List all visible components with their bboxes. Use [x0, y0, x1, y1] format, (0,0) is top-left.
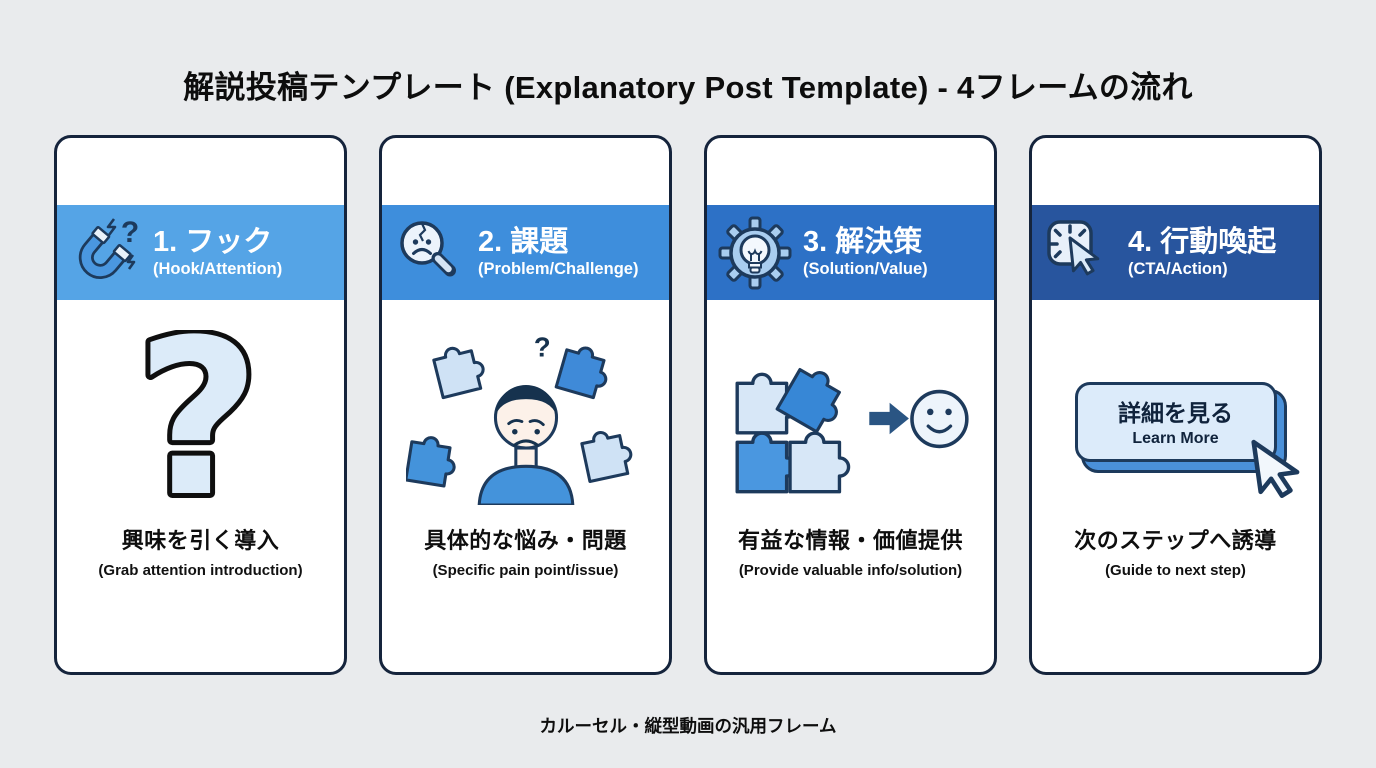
gear-lightbulb-icon — [717, 212, 793, 294]
smiley-face — [909, 389, 969, 448]
cursor-arrow — [1068, 236, 1100, 275]
caption-english: (Grab attention introduction) — [98, 562, 303, 579]
spark-icon — [106, 217, 117, 236]
magnifier-sad-face-icon — [392, 212, 468, 294]
crack-detail — [418, 222, 427, 241]
frame-subtitle: (Problem/Challenge) — [478, 260, 639, 279]
frame-card-hook: ? 1. フック (Hook/Attention) ? 興味を引く導入 (Gra… — [54, 135, 347, 675]
magnet-question-icon: ? — [67, 212, 143, 294]
svg-text:?: ? — [533, 331, 550, 362]
person-hair — [494, 384, 557, 416]
frame-header-solution: 3. 解決策 (Solution/Value) — [707, 205, 994, 300]
frame-card-solution: 3. 解決策 (Solution/Value) — [704, 135, 997, 675]
frame-body: 有益な情報・価値提供 (Provide valuable info/soluti… — [707, 300, 994, 672]
frame-body: 詳細を見る Learn More 次のステップへ誘導 (Guide to nex… — [1032, 300, 1319, 672]
frame-header-text: 2. 課題 (Problem/Challenge) — [478, 226, 638, 279]
frame-subtitle: (Hook/Attention) — [153, 260, 283, 279]
question-mark-illustration: ? — [57, 330, 344, 505]
frame-header-text: 1. フック (Hook/Attention) — [153, 226, 282, 279]
frame-card-cta: 4. 行動喚起 (CTA/Action) 詳細を見る Learn More — [1029, 135, 1322, 675]
frame-header-hook: ? 1. フック (Hook/Attention) — [57, 205, 344, 300]
cursor-arrow-icon — [1250, 439, 1299, 498]
frame-header-cta: 4. 行動喚起 (CTA/Action) — [1032, 205, 1319, 300]
spark-icon — [126, 253, 136, 270]
frame-card-problem: 2. 課題 (Problem/Challenge) ? — [379, 135, 672, 675]
card-top-space — [57, 138, 344, 205]
caption-english: (Specific pain point/issue) — [432, 562, 619, 579]
right-arrow-icon — [868, 402, 909, 434]
frame-subtitle: (Solution/Value) — [803, 260, 928, 279]
caption-japanese: 具体的な悩み・問題 — [424, 528, 627, 553]
learn-more-button: 詳細を見る Learn More — [1074, 381, 1277, 462]
click-cursor-icon — [1042, 212, 1118, 294]
caption-japanese: 次のステップへ誘導 — [1074, 528, 1277, 553]
caption-english: (Provide valuable info/solution) — [738, 562, 963, 579]
frame-subtitle: (CTA/Action) — [1128, 260, 1228, 279]
frame-title: 2. 課題 — [478, 225, 569, 258]
frame-caption: 興味を引く導入 (Grab attention introduction) — [98, 523, 302, 579]
caption-english: (Guide to next step) — [1105, 562, 1246, 579]
cta-label-japanese: 詳細を見る — [1118, 399, 1233, 426]
worried-person-puzzles-illustration: ? — [382, 330, 669, 505]
card-top-space — [382, 138, 669, 205]
frame-cards-row: ? 1. フック (Hook/Attention) ? 興味を引く導入 (Gra… — [54, 135, 1322, 675]
cta-button-wrap: 詳細を見る Learn More — [1074, 381, 1299, 498]
caption-japanese: 有益な情報・価値提供 — [737, 528, 963, 553]
frame-caption: 具体的な悩み・問題 (Specific pain point/issue) — [424, 523, 627, 579]
frame-body: ? 興味を引く導入 (Grab attention introduction) — [57, 300, 344, 672]
footer-note: カルーセル・縦型動画の汎用フレーム — [539, 716, 837, 736]
svg-text:?: ? — [121, 216, 139, 249]
frame-caption: 有益な情報・価値提供 (Provide valuable info/soluti… — [738, 523, 963, 579]
svg-text:?: ? — [136, 330, 260, 505]
frame-title: 1. フック — [153, 225, 273, 258]
frame-title: 4. 行動喚起 — [1128, 225, 1277, 258]
frame-body: ? — [382, 300, 669, 672]
card-top-space — [1032, 138, 1319, 205]
caption-japanese: 興味を引く導入 — [121, 528, 280, 553]
cta-label-english: Learn More — [1132, 429, 1219, 447]
bulb-base — [749, 266, 761, 273]
cta-button-illustration: 詳細を見る Learn More — [1032, 330, 1319, 505]
frame-header-text: 4. 行動喚起 (CTA/Action) — [1128, 226, 1276, 279]
person-shirt — [477, 464, 574, 505]
puzzle-assembly-smiley-illustration — [707, 330, 994, 505]
frame-title: 3. 解決策 — [803, 225, 923, 258]
card-top-space — [707, 138, 994, 205]
frame-header-text: 3. 解決策 (Solution/Value) — [803, 226, 928, 279]
page-title: 解説投稿テンプレート (Explanatory Post Template) -… — [183, 69, 1193, 105]
frame-caption: 次のステップへ誘導 (Guide to next step) — [1074, 523, 1277, 579]
click-burst — [1049, 223, 1087, 258]
frown-detail — [412, 247, 432, 255]
frame-header-problem: 2. 課題 (Problem/Challenge) — [382, 205, 669, 300]
magnet-glyph — [78, 225, 132, 279]
